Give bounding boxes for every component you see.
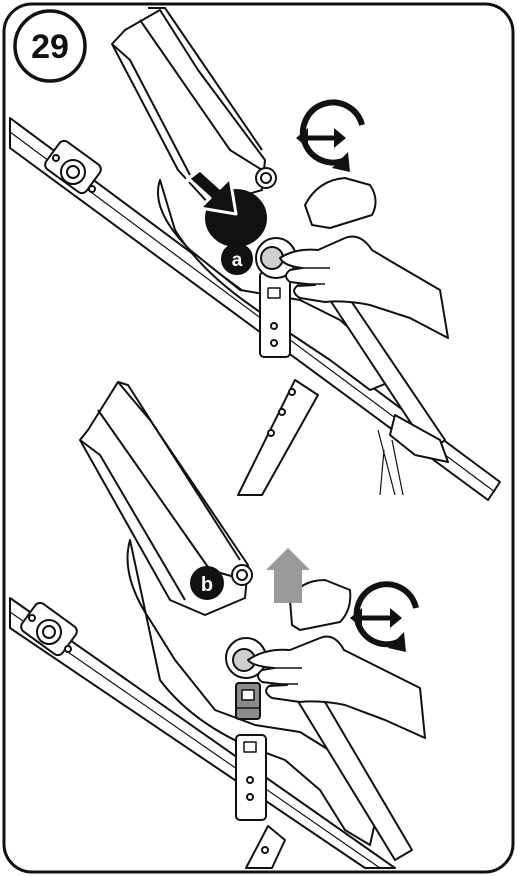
label-badge-b: b xyxy=(191,567,223,599)
label-a: a xyxy=(232,250,243,271)
step-number-badge: 29 xyxy=(15,11,85,81)
label-badge-a: a xyxy=(222,244,252,274)
label-b: b xyxy=(201,574,213,596)
step-number: 29 xyxy=(31,28,69,66)
latch-clip xyxy=(236,683,260,719)
